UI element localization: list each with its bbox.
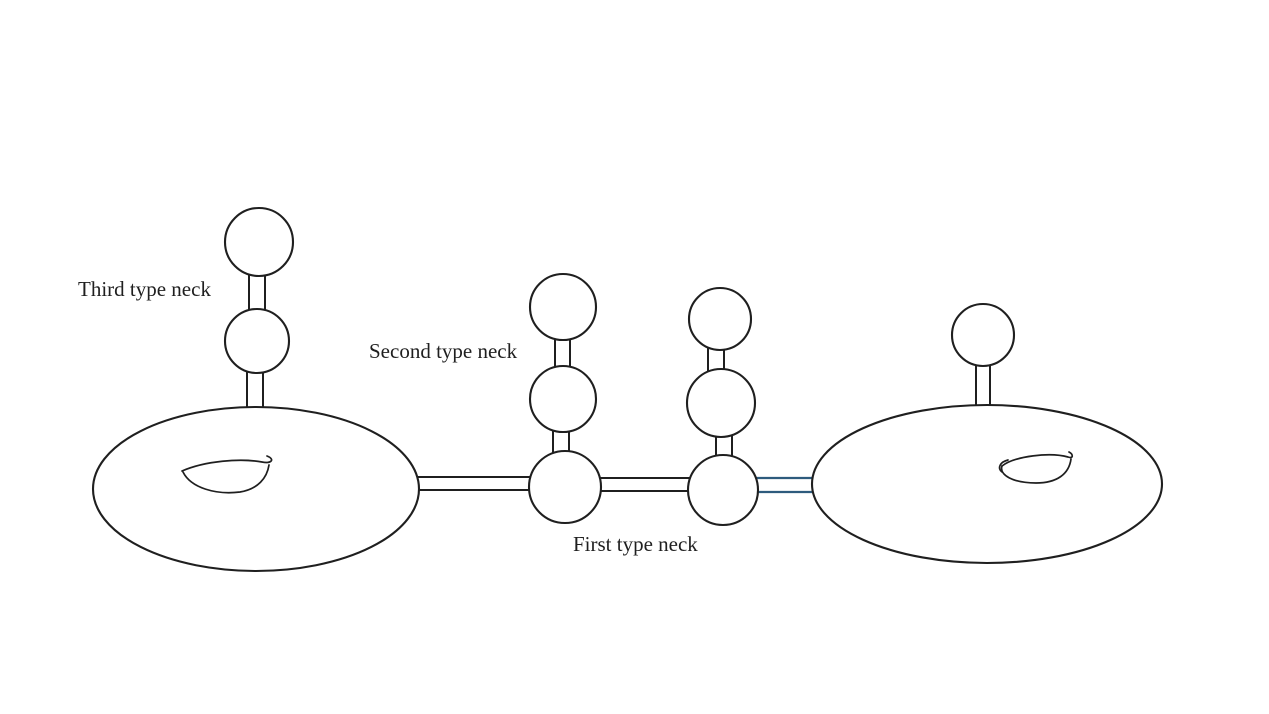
left-chain-middle-sphere <box>223 307 291 375</box>
right-torus-handle-icon <box>998 451 1074 484</box>
middle-right-middle-sphere <box>685 367 757 439</box>
first-type-neck-label: First type neck <box>573 532 698 556</box>
right-sphere-neck <box>975 358 991 412</box>
left-torus-handle-icon <box>181 455 273 494</box>
middle-right-bottom-sphere <box>686 453 760 527</box>
middle-left-top-sphere <box>528 272 598 342</box>
right-top-sphere <box>950 302 1016 368</box>
first-type-neck-left <box>408 476 538 491</box>
middle-right-top-sphere <box>687 286 753 352</box>
left-torus <box>91 405 421 573</box>
left-chain-lower-neck <box>246 366 264 412</box>
third-type-neck <box>248 270 266 314</box>
first-type-neck-blue <box>750 476 820 494</box>
left-chain-top-sphere <box>223 206 295 278</box>
first-type-neck-middle <box>595 477 700 492</box>
right-torus <box>810 403 1164 565</box>
middle-left-middle-sphere <box>528 364 598 434</box>
third-type-neck-label: Third type neck <box>78 277 211 301</box>
middle-left-bottom-sphere <box>527 449 603 525</box>
second-type-neck-label: Second type neck <box>369 339 518 363</box>
